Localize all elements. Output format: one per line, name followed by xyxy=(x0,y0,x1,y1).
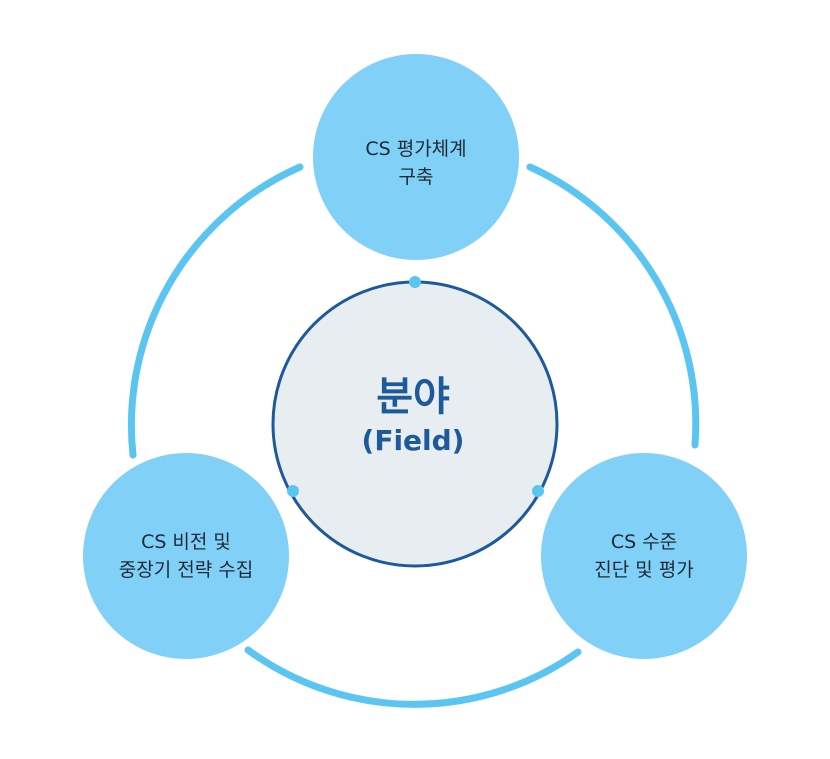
center-subtitle: (Field) xyxy=(362,424,465,457)
ring-arc-right xyxy=(526,163,700,449)
center-title: 분야 xyxy=(376,374,450,420)
connector-dot-right xyxy=(532,485,544,497)
node-right-line2: 진단 및 평가 xyxy=(594,559,693,581)
node-left-line1: CS 비전 및 xyxy=(141,531,231,553)
ring-arc-left xyxy=(127,163,304,459)
node-top-circle xyxy=(313,54,519,260)
ring-arc-bottom xyxy=(244,646,582,708)
node-left-line2: 중장기 전략 수집 xyxy=(119,559,253,581)
node-top-line1: CS 평가체계 xyxy=(365,138,466,160)
node-right-circle xyxy=(541,453,747,659)
connector-dot-left xyxy=(287,485,299,497)
node-right-line1: CS 수준 xyxy=(611,531,677,553)
node-left-circle xyxy=(83,453,289,659)
node-top-line2: 구축 xyxy=(399,166,434,188)
connector-dot-top xyxy=(409,276,421,288)
